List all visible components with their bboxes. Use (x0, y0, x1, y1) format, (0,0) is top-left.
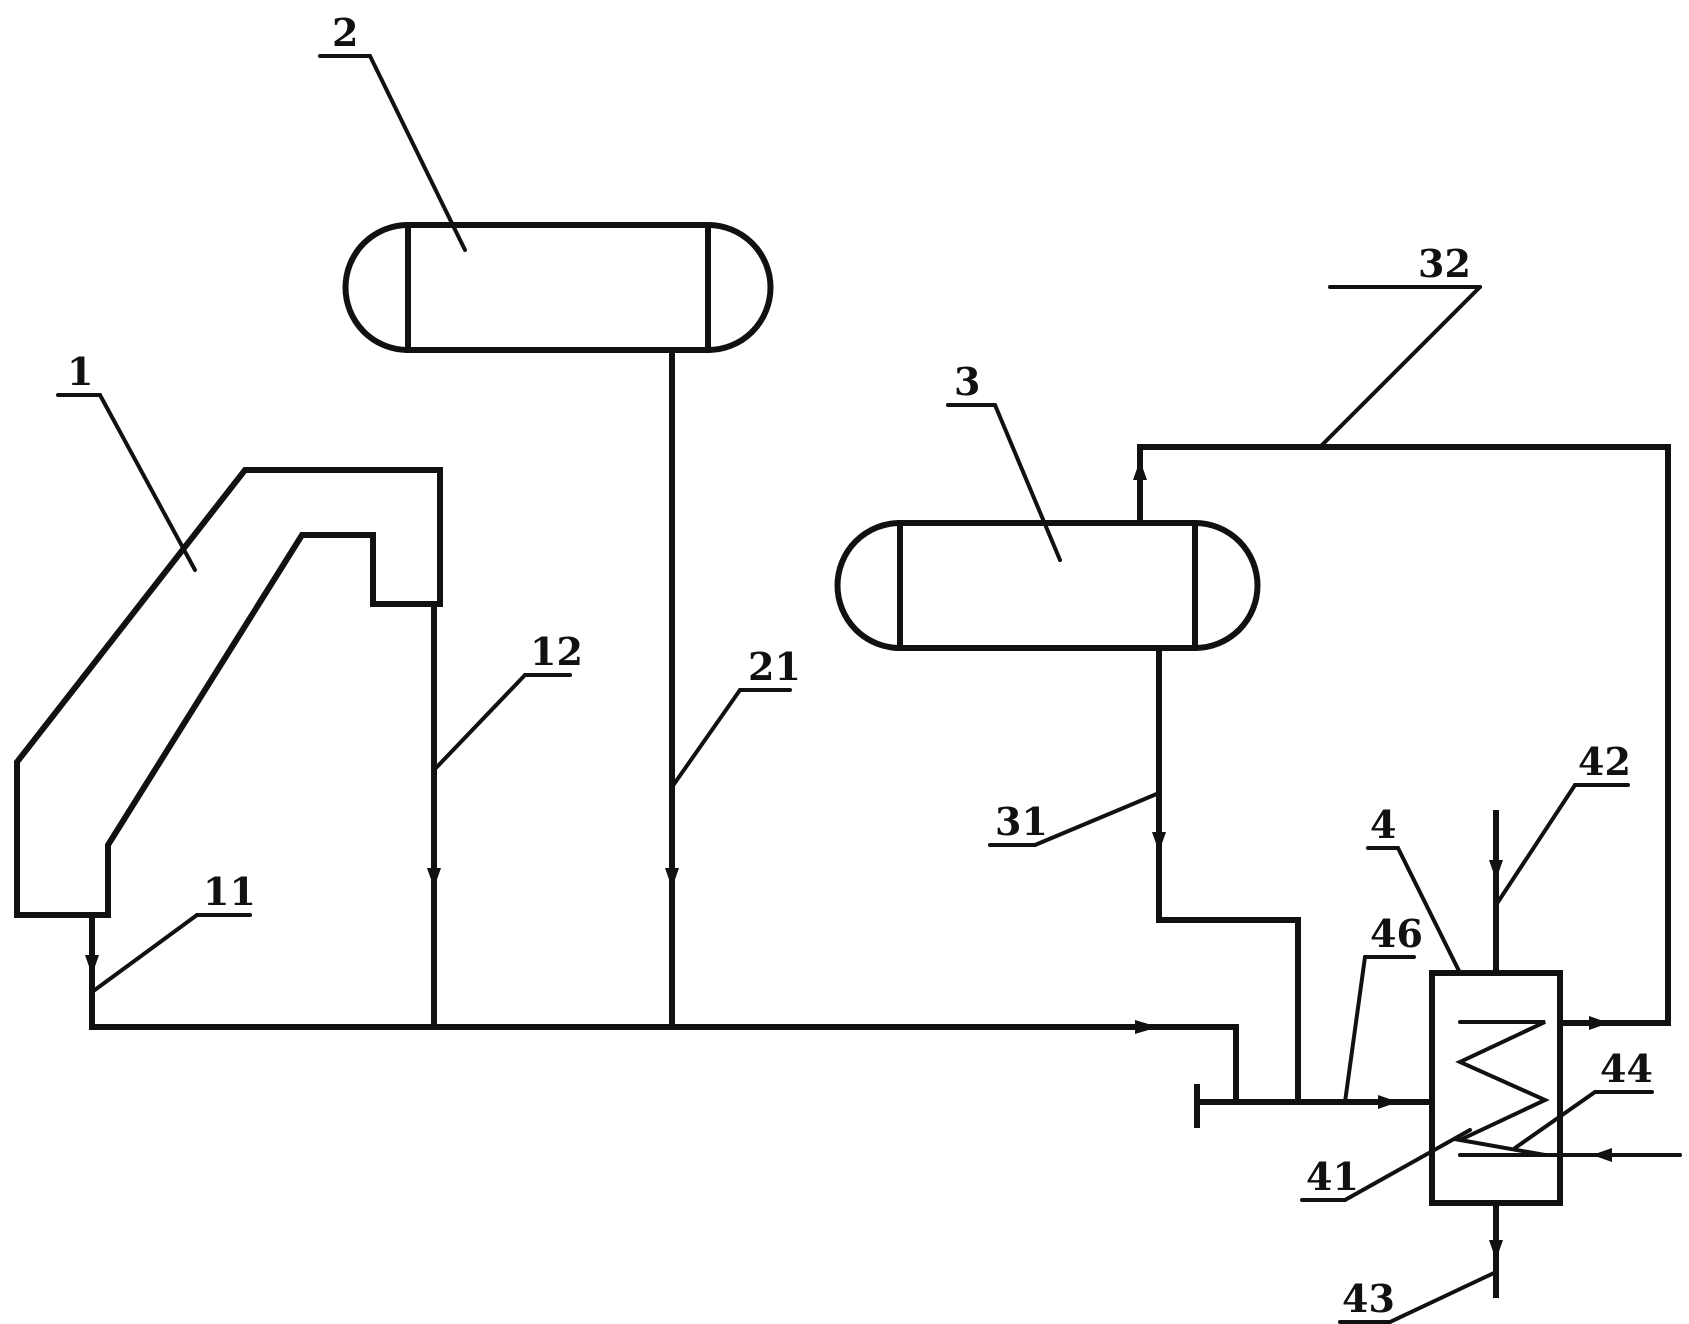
pipe-12 (427, 601, 441, 1030)
label-11: 11 (203, 869, 256, 914)
label-21: 21 (748, 644, 801, 689)
labels: 1 2 3 4 11 12 21 31 32 41 42 43 44 46 (67, 10, 1653, 1321)
leader-lines (56, 54, 1654, 1324)
component-3-drum (834, 520, 1261, 651)
pipe-31 (1152, 645, 1301, 1105)
label-1: 1 (67, 349, 93, 394)
pipe-21 (665, 347, 679, 1030)
pipe-32 (1133, 444, 1671, 1030)
component-2-drum (342, 222, 774, 353)
pipe-43 (1489, 1200, 1503, 1298)
label-43: 43 (1342, 1276, 1395, 1321)
pipe-42 (1489, 810, 1503, 976)
pipe-11 (85, 912, 99, 1030)
label-4: 4 (1370, 802, 1396, 847)
label-3: 3 (954, 359, 980, 404)
pipe-44 (1543, 1148, 1682, 1162)
main-header-pipe (89, 1020, 1239, 1103)
pipe-46 (1194, 1084, 1435, 1128)
label-12: 12 (530, 629, 583, 674)
label-31: 31 (995, 799, 1048, 844)
label-44: 44 (1600, 1046, 1653, 1091)
label-42: 42 (1578, 739, 1631, 784)
label-41: 41 (1306, 1154, 1359, 1199)
component-4-heat-exchanger (1429, 970, 1563, 1206)
label-32: 32 (1418, 241, 1471, 286)
label-2: 2 (332, 10, 358, 55)
label-46: 46 (1370, 911, 1423, 956)
component-1-collector (14, 467, 443, 918)
